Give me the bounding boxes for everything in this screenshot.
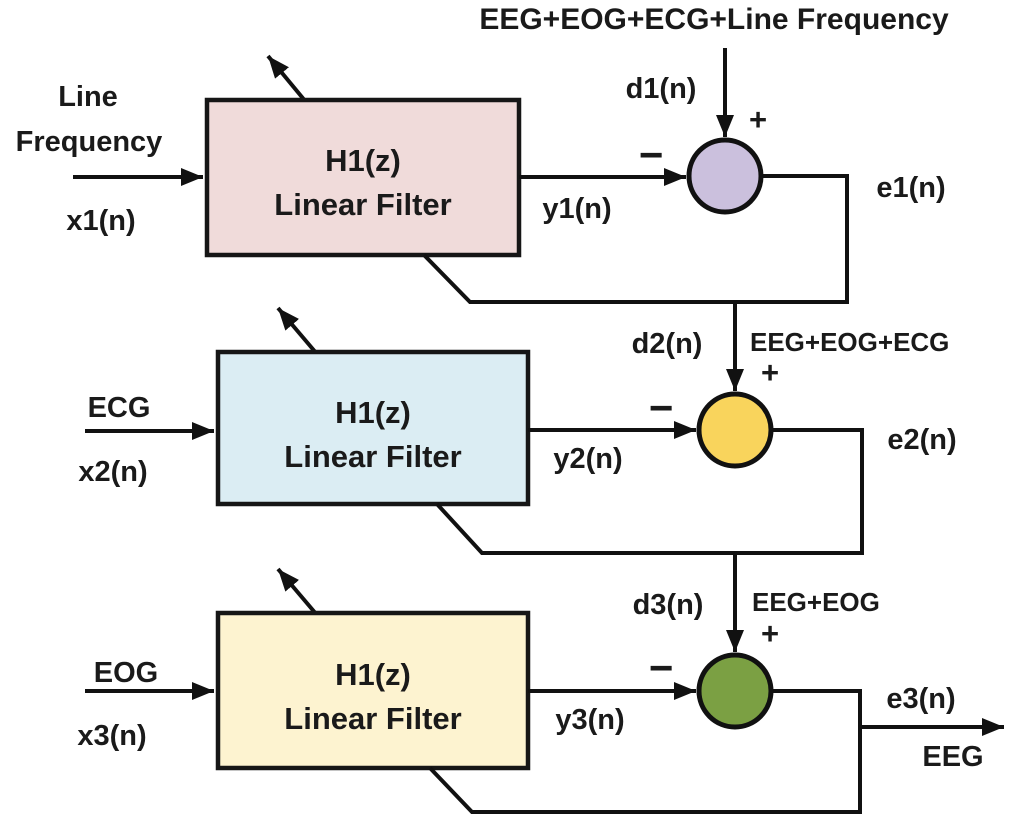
filter-output-label-2: y2(n)	[553, 443, 622, 475]
desired-label-1: d1(n)	[626, 73, 697, 105]
filter-output-label-1: y1(n)	[542, 193, 611, 225]
input-signal-2: x2(n)	[78, 456, 147, 488]
summing-node-2	[696, 391, 774, 469]
error-feedback-path-1	[422, 174, 849, 304]
desired-label-3: d3(n)	[633, 589, 704, 621]
filter-output-label-3: y3(n)	[555, 704, 624, 736]
summing-node-1	[686, 137, 764, 215]
error-label-2: e2(n)	[887, 424, 956, 456]
filter-box-3	[215, 610, 531, 771]
error-label-3: e3(n)	[886, 683, 955, 715]
filter-type-1: Linear Filter	[274, 187, 451, 222]
summing-node-3	[696, 652, 774, 730]
desired-annotation-3: EEG+EOG	[752, 587, 880, 617]
filter-type-2: Linear Filter	[284, 439, 461, 474]
filter-name-3: H1(z)	[335, 657, 411, 692]
final-output-label: EEG	[922, 741, 983, 773]
desired-annotation-2: EEG+EOG+ECG	[750, 327, 949, 357]
minus-sign-3: −	[649, 644, 674, 691]
adaptation-arrow-2	[276, 306, 319, 356]
error-feedback-path-2	[435, 428, 864, 555]
desired-label-2: d2(n)	[632, 328, 703, 360]
plus-sign-2: +	[761, 355, 779, 390]
input-label-1-line2: Frequency	[16, 126, 163, 158]
input-label-3: EOG	[94, 657, 158, 689]
error-feedback-path-3	[428, 689, 862, 814]
input-label-2: ECG	[88, 392, 151, 424]
adaptation-arrow-3	[276, 567, 319, 617]
filter-box-2	[215, 349, 531, 507]
plus-sign-1: +	[749, 102, 767, 137]
adaptation-arrow-1	[266, 54, 308, 104]
minus-sign-1: −	[639, 131, 664, 178]
input-signal-3: x3(n)	[77, 720, 146, 752]
plus-sign-3: +	[761, 616, 779, 651]
filter-name-1: H1(z)	[325, 143, 401, 178]
filter-name-2: H1(z)	[335, 395, 411, 430]
minus-sign-2: −	[649, 384, 674, 431]
input-label-1-line1: Line	[58, 81, 118, 113]
title-label: EEG+EOG+ECG+Line Frequency	[479, 3, 949, 36]
error-label-1: e1(n)	[876, 172, 945, 204]
input-signal-1: x1(n)	[66, 205, 135, 237]
filter-type-3: Linear Filter	[284, 701, 461, 736]
